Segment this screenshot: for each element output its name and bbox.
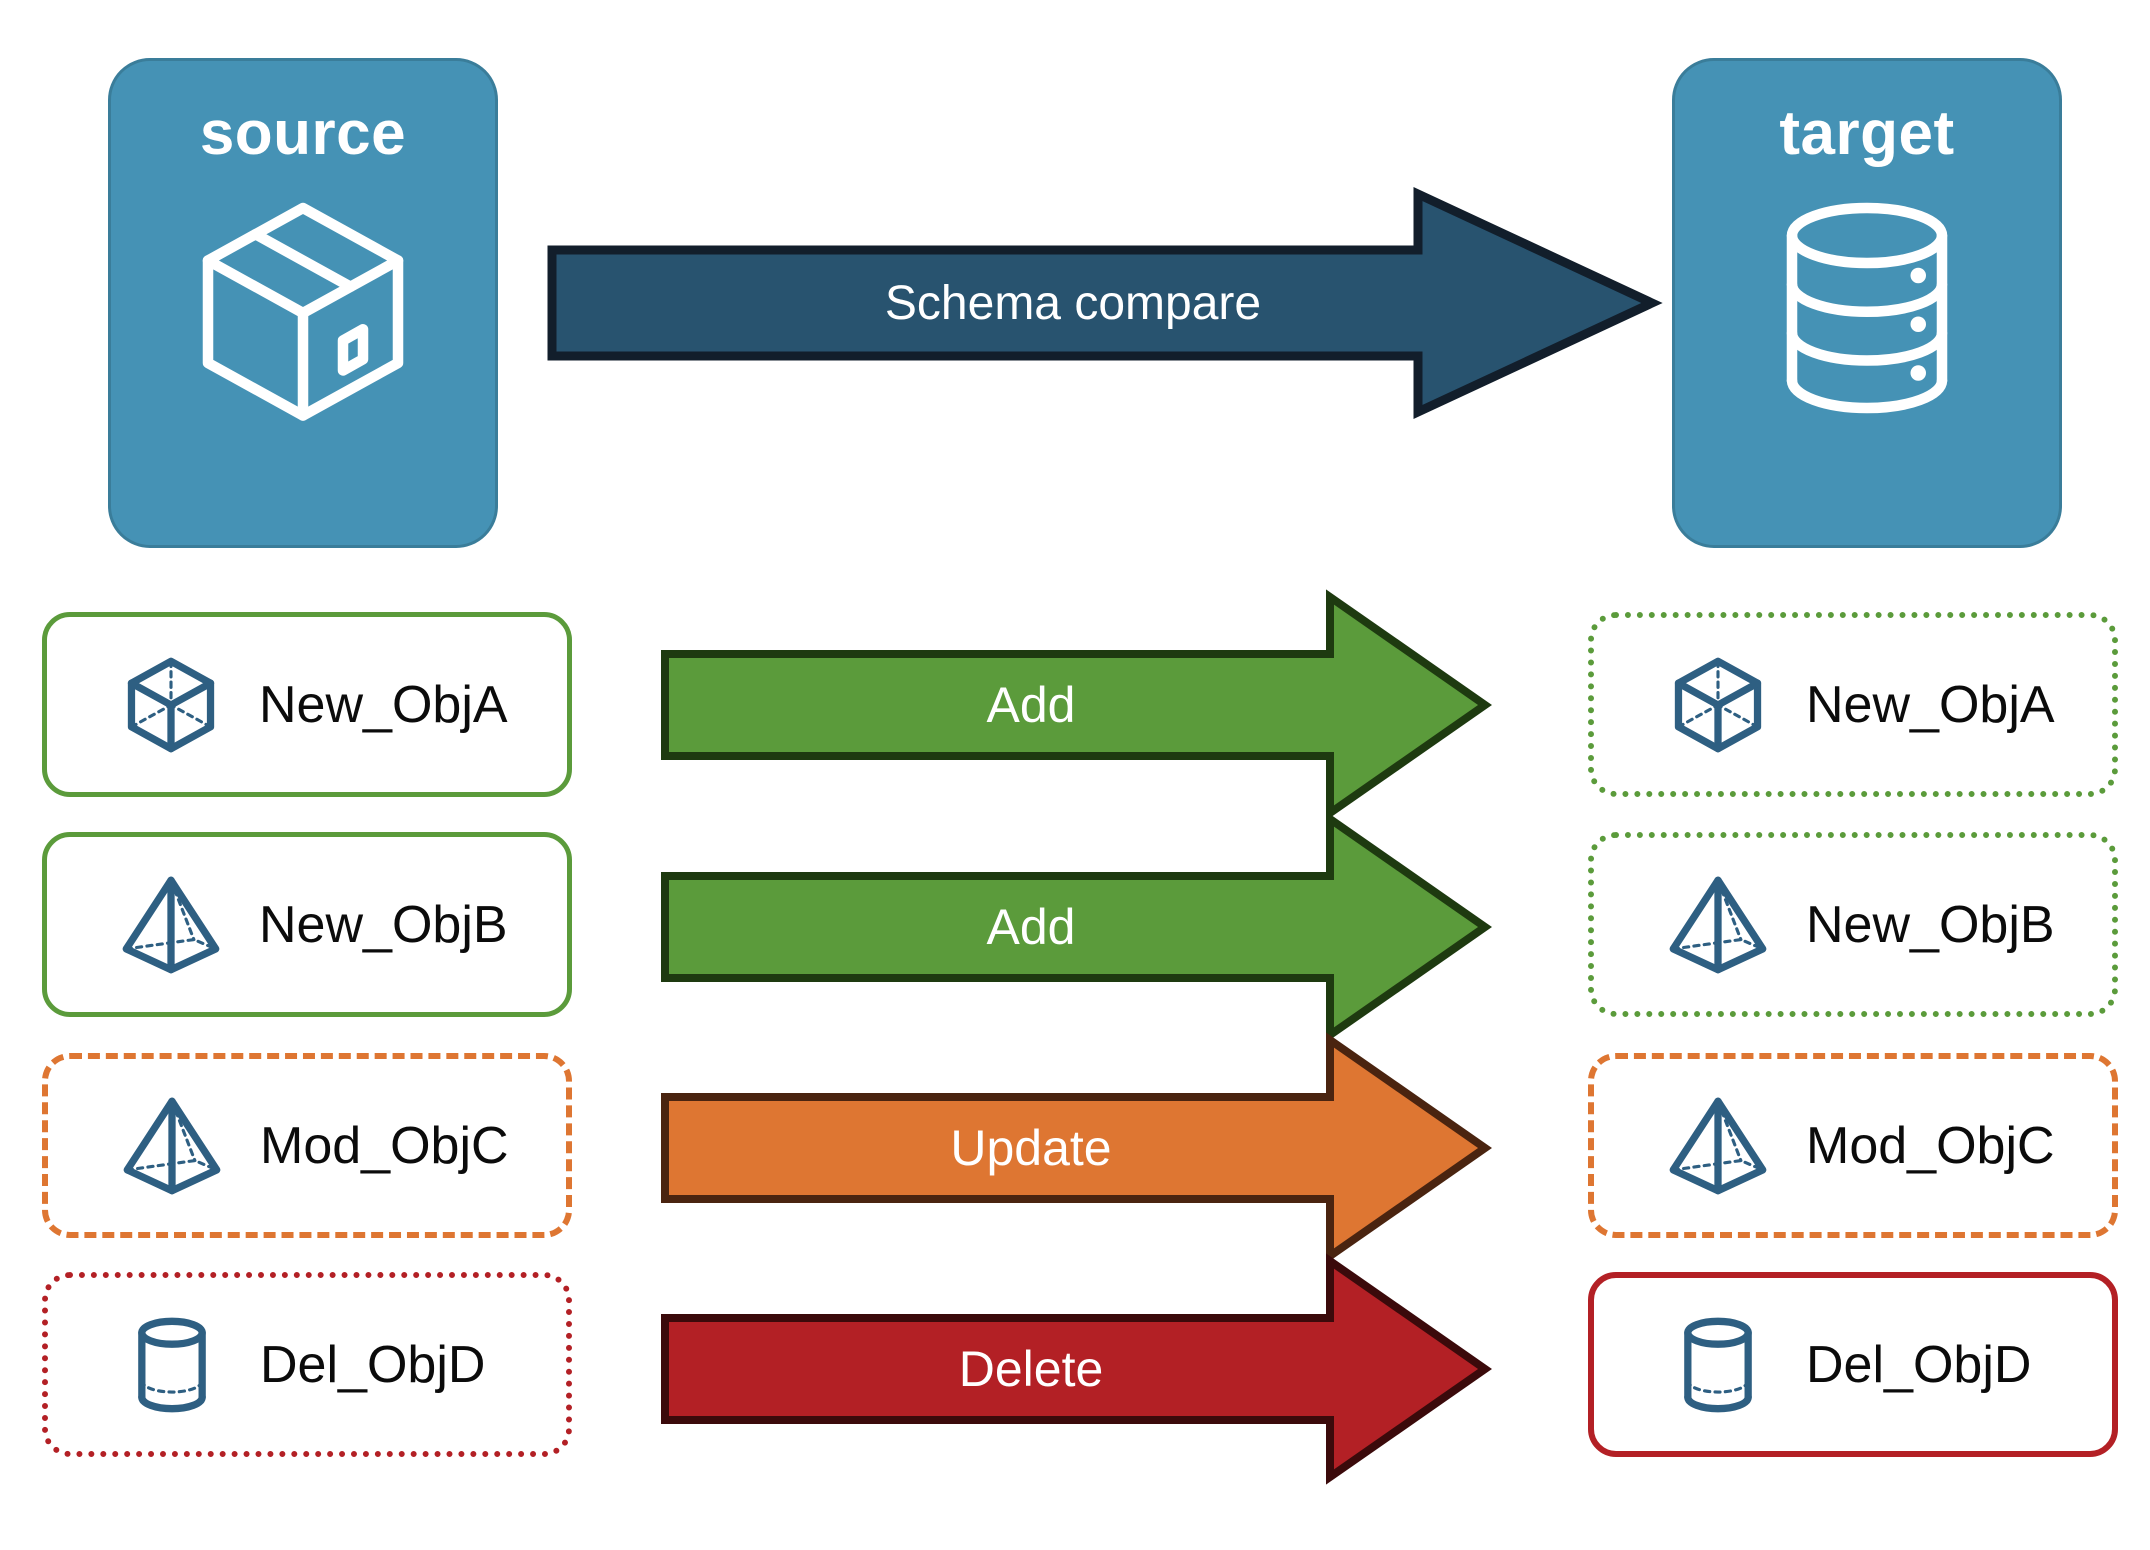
target-object-label: New_ObjB [1806,895,2055,954]
database-cylinder-icon [1742,183,1992,433]
source-object-label: Del_ObjD [260,1335,486,1394]
source-panel: source [108,58,498,548]
source-object-chip[interactable]: New_ObjB [42,832,572,1017]
wireframe-cube-icon [1666,653,1770,757]
source-object-label: New_ObjA [259,675,508,734]
target-object-chip[interactable]: New_ObjA [1588,612,2118,797]
source-panel-title: source [199,99,407,168]
source-object-chip[interactable]: Del_ObjD [42,1272,572,1457]
source-object-chip[interactable]: Mod_ObjC [42,1053,572,1238]
target-object-label: New_ObjA [1806,675,2055,734]
target-panel-title: target [1779,99,1955,168]
schema-compare-arrow: Schema compare [547,186,1663,420]
wireframe-pyramid-icon [1666,873,1770,977]
compare-row: New_ObjA Add [0,589,2150,821]
action-arrow-delete: Delete [660,1253,1492,1485]
target-object-chip[interactable]: Mod_ObjC [1588,1053,2118,1238]
wireframe-pyramid-icon [120,1094,224,1198]
action-arrow-update: Update [660,1032,1492,1264]
action-arrow-add: Add [660,811,1492,1043]
compare-row: Del_ObjD Delete Del_ObjD [0,1253,2150,1485]
wireframe-cube-icon [119,653,223,757]
wireframe-pyramid-icon [119,873,223,977]
compare-row: Mod_ObjC Update [0,1032,2150,1264]
package-cube-icon [178,183,428,433]
target-object-chip[interactable]: New_ObjB [1588,832,2118,1017]
wireframe-pyramid-icon [1666,1094,1770,1198]
target-object-label: Mod_ObjC [1806,1116,2055,1175]
action-arrow-add: Add [660,589,1492,821]
source-object-chip[interactable]: New_ObjA [42,612,572,797]
target-panel: target [1672,58,2062,548]
wireframe-cylinder-icon [120,1313,224,1417]
source-object-label: Mod_ObjC [260,1116,509,1175]
target-object-chip[interactable]: Del_ObjD [1588,1272,2118,1457]
wireframe-cylinder-icon [1666,1313,1770,1417]
target-object-label: Del_ObjD [1806,1335,2032,1394]
source-object-label: New_ObjB [259,895,508,954]
compare-row: New_ObjB Add Ne [0,811,2150,1043]
